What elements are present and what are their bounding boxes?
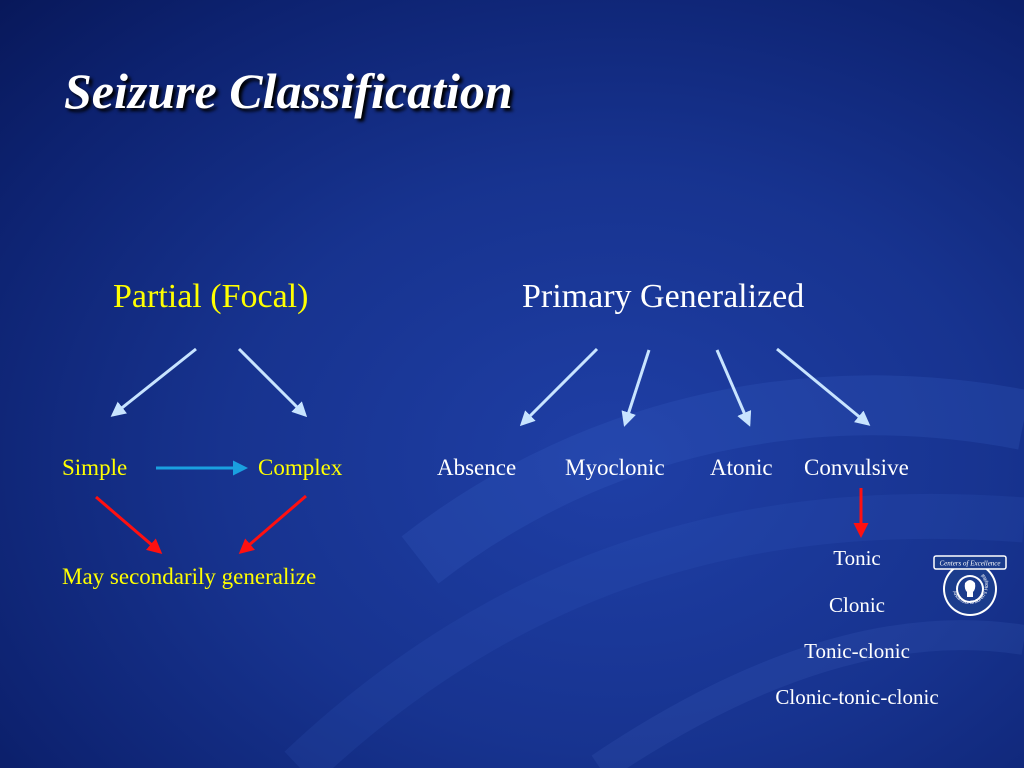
- simple-label: Simple: [62, 455, 128, 480]
- arrow-generalized-to-absence: [519, 347, 599, 427]
- childrens-hospital-logo: Centers of Excellence Arkansas Children'…: [933, 555, 1007, 616]
- clonic-label: Clonic: [829, 593, 885, 617]
- slide-title: Seizure Classification: [64, 63, 513, 119]
- clonic-tonic-clonic-label: Clonic-tonic-clonic: [775, 685, 939, 709]
- complex-label: Complex: [258, 455, 343, 480]
- arrow-generalized-to-convulsive: [776, 347, 871, 426]
- arrow-generalized-to-myoclonic: [621, 349, 651, 427]
- arrow-partial-to-simple: [110, 347, 197, 417]
- myoclonic-label: Myoclonic: [565, 455, 665, 480]
- atonic-label: Atonic: [710, 455, 773, 480]
- convulsive-label: Convulsive: [804, 455, 909, 480]
- arrow-generalized-to-atonic: [715, 349, 752, 427]
- tonic-label: Tonic: [833, 546, 881, 570]
- absence-label: Absence: [437, 455, 517, 480]
- partial-focal-heading: Partial (Focal): [113, 278, 309, 315]
- logo-arc-text: Centers of Excellence: [939, 560, 1000, 568]
- arrow-simple-to-secondary: [95, 495, 163, 554]
- secondary-generalize-label: May secondarily generalize: [62, 564, 317, 589]
- arrow-partial-to-complex: [237, 347, 308, 418]
- tonic-clonic-label: Tonic-clonic: [804, 639, 910, 663]
- arrow-complex-to-secondary: [238, 494, 307, 554]
- primary-generalized-heading: Primary Generalized: [522, 278, 805, 315]
